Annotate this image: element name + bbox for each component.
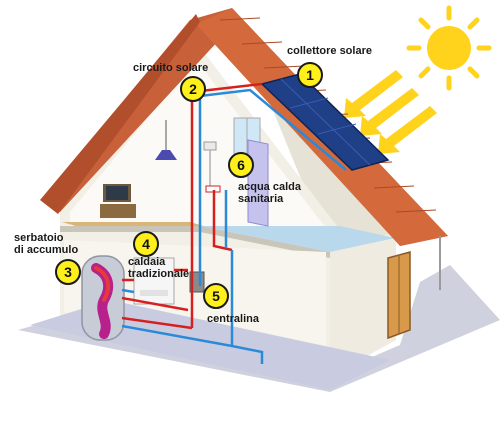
tv-set [100, 184, 136, 218]
shower-fixture [203, 141, 221, 193]
upper-floor-blue [200, 226, 395, 252]
side-door [387, 251, 411, 340]
cold-pipes [121, 88, 347, 364]
ceiling-lamp [155, 120, 177, 160]
badge-1: 1 [297, 62, 323, 88]
label-circuito-solare: circuito solare [133, 62, 209, 74]
label-tradizionale: tradizionale [128, 268, 190, 280]
label-di-accumulo: di accumulo [14, 244, 79, 256]
label-serbatoio: serbatoio [14, 232, 64, 244]
label-centralina: centralina [207, 313, 259, 325]
boiler [133, 257, 175, 305]
house-side-wall-lower [330, 232, 396, 376]
badge-4: 4 [133, 231, 159, 257]
badge-3: 3 [55, 259, 81, 285]
floor-slab [60, 226, 330, 258]
badge-6: 6 [228, 152, 254, 178]
label-caldaia: caldaia [128, 256, 166, 268]
storage-tank [81, 255, 125, 341]
roof-eave-left [40, 14, 200, 214]
label-acqua-calda: acqua calda [238, 181, 301, 193]
sun-ray-arrows [344, 70, 437, 154]
sun-icon [406, 5, 492, 91]
badge-5: 5 [203, 283, 229, 309]
badge-2: 2 [180, 76, 206, 102]
solar-collector [260, 73, 390, 171]
label-collettore-solare: collettore solare [287, 45, 372, 57]
label-sanitaria: sanitaria [238, 193, 284, 205]
